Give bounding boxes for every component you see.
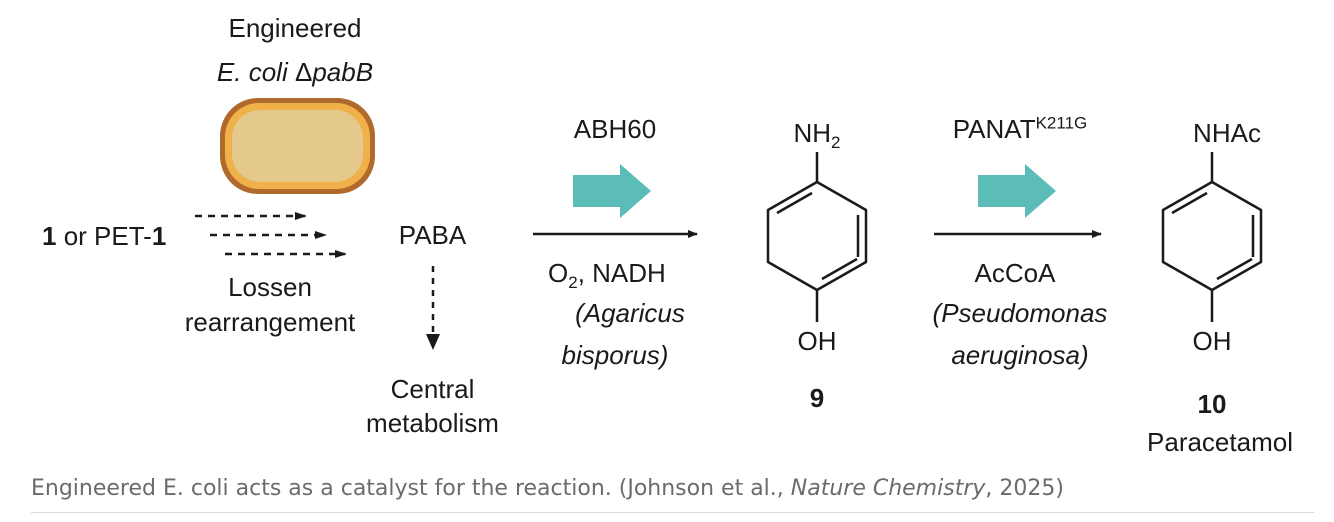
compound-1-number: 1 (42, 221, 57, 251)
metabolism-dashed-arrow (426, 266, 440, 350)
nh2-base: NH (793, 118, 832, 148)
step1-cofactor-rest: , NADH (577, 258, 666, 288)
paracetamol-label: Paracetamol (1147, 427, 1293, 457)
nh2-subscript: 2 (831, 133, 841, 153)
organism-gene: pabB (312, 57, 374, 87)
caption-journal: Nature Chemistry (790, 476, 986, 501)
step2-source-line2: aeruginosa) (951, 340, 1089, 370)
panat-base: PANAT (952, 114, 1036, 144)
caption-text: Engineered E. coli acts as a catalyst fo… (31, 476, 791, 501)
compound-pet-1-number: 1 (151, 221, 167, 251)
enzyme-panat-label: PANATK211G (925, 114, 1115, 144)
step2-source-line1: (Pseudomonas (932, 298, 1108, 328)
compound-10-number: 10 (1197, 389, 1227, 419)
lossen-dashed-arrows (195, 212, 347, 258)
compound-10-oh: OH (1192, 326, 1232, 356)
organism-delta: Δ (294, 57, 313, 87)
lossen-label-line1: Lossen (228, 272, 312, 302)
paba-label: PABA (398, 220, 467, 250)
organism-label-line2: E. coli ΔpabB (180, 57, 410, 87)
o2-base: O (548, 258, 569, 288)
step1-source-line1: (Agaricus (575, 298, 685, 328)
caption-year: , 2025) (985, 476, 1064, 501)
step1-cofactor-label: O2, NADH (548, 258, 666, 291)
figure-caption: Engineered E. coli acts as a catalyst fo… (31, 476, 1064, 501)
o2-subscript: 2 (568, 273, 578, 293)
organism-species: E. coli (216, 57, 288, 87)
compound-10-nhac: NHAc (1193, 118, 1261, 148)
step2-cofactor-label: AcCoA (974, 258, 1056, 288)
step1-source-line2: bisporus) (561, 340, 669, 370)
lossen-label-line2: rearrangement (184, 307, 356, 337)
central-metabolism-line2: metabolism (366, 408, 499, 438)
ecoli-cell-icon (220, 98, 375, 194)
substrate-label: 1 or PET-1 (42, 221, 166, 251)
compound-9-oh: OH (797, 326, 837, 356)
substrate-mid: or PET- (56, 221, 152, 251)
compound-9-nh2: NH2 (772, 118, 862, 151)
benzene-ring-10-icon (1161, 152, 1263, 322)
caption-divider (31, 512, 1314, 513)
reaction-diagram (195, 98, 1263, 350)
compound-9-number: 9 (809, 383, 825, 413)
organism-label-line1: Engineered (228, 13, 362, 43)
teal-arrow-1-icon (573, 164, 651, 218)
benzene-ring-9-icon (766, 152, 868, 322)
panat-superscript: K211G (1035, 113, 1088, 133)
central-metabolism-line1: Central (390, 374, 475, 404)
teal-arrow-2-icon (978, 164, 1056, 218)
enzyme-abh60-label: ABH60 (573, 114, 657, 144)
